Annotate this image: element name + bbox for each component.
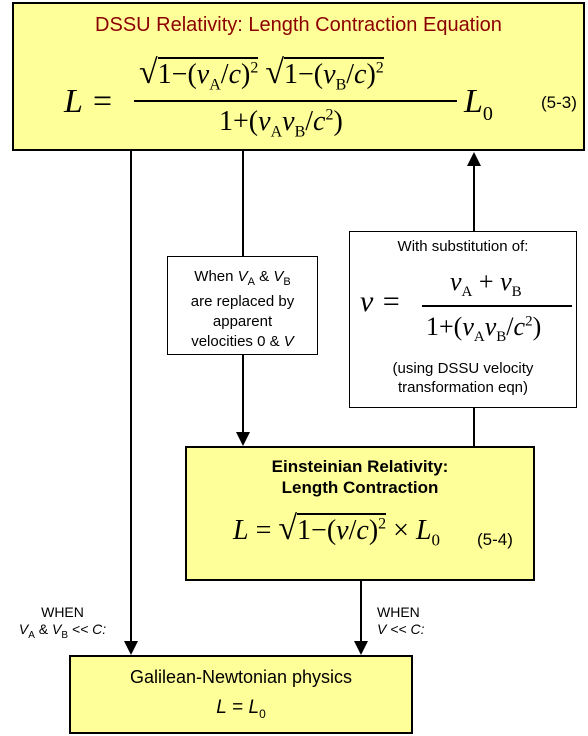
eq54-number: (5-4) <box>477 530 513 549</box>
galilean-equation: L = L0 <box>216 697 266 721</box>
galilean-box: Galilean-Newtonian physics L = L0 <box>69 655 413 734</box>
eq53-fraction-line <box>134 100 457 102</box>
substitution-note-box: With substitution of: v = vA + vB 1+(vAv… <box>349 231 577 408</box>
subst-denominator: 1+(vAvB/c2) <box>426 312 542 346</box>
einstein-title: Einsteinian Relativity: Length Contracti… <box>271 457 449 497</box>
left-condition-label: WHEN VA & VB << C: <box>18 604 107 641</box>
replacement-note-box: When VA & VB are replaced by apparent ve… <box>167 256 318 355</box>
eq53-lhs: L = <box>64 83 114 120</box>
eq53-rhs: L0 <box>464 83 493 125</box>
eq53-numerator: √1−(vA/c)2 √1−(vB/c)2 <box>139 54 384 94</box>
dssu-title: DSSU Relativity: Length Contraction Equa… <box>95 14 502 36</box>
dssu-equation-box: DSSU Relativity: Length Contraction Equa… <box>12 2 585 151</box>
eq53-denominator: 1+(vAvB/c2) <box>219 106 343 141</box>
replacement-note-text: When VA & VB are replaced by apparent ve… <box>190 268 295 350</box>
arrowhead-bottom-right <box>354 641 368 655</box>
einstein-equation-box: Einsteinian Relativity: Length Contracti… <box>185 446 535 581</box>
subst-numerator: vA + vB <box>450 267 522 301</box>
arrowhead-middle <box>236 432 250 446</box>
substitution-footer: (using DSSU velocity transformation eqn) <box>392 360 534 396</box>
right-condition-label: WHEN V << C: <box>377 604 425 637</box>
subst-fraction-line <box>422 305 572 307</box>
eq54-equation: L = √1−(v/c)2 × L0 <box>233 510 441 550</box>
arrowhead-top <box>467 152 481 166</box>
galilean-title: Galilean-Newtonian physics <box>129 667 353 687</box>
substitution-header: With substitution of: <box>397 238 529 255</box>
subst-lhs: v = <box>360 285 402 318</box>
eq53-number: (5-3) <box>541 93 577 112</box>
arrowhead-bottom-left <box>124 641 138 655</box>
